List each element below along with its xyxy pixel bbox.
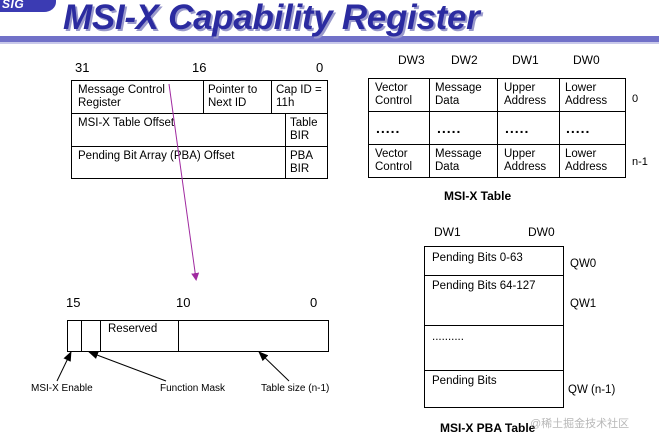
next-pointer-cell: Pointer to Next ID: [208, 84, 258, 109]
msix-rown-message-data: Message Data: [435, 148, 482, 173]
msix-col-dw1: DW1: [512, 53, 539, 67]
msix-col-line: [497, 78, 498, 178]
msix-row0-message-data: Message Data: [435, 82, 482, 107]
cap-bit-31: 31: [75, 60, 90, 75]
mc-col-line: [178, 320, 179, 352]
pba-row-qw1: Pending Bits 64-127: [432, 280, 536, 292]
msix-dots: .....: [376, 120, 401, 136]
mc-col-line: [81, 320, 82, 352]
cap-row-line: [71, 113, 328, 114]
pba-table-caption: MSI-X PBA Table: [440, 421, 536, 435]
mc-col-line: [100, 320, 101, 352]
title-bar: [0, 36, 659, 42]
pba-bir-cell: PBA BIR: [290, 150, 313, 175]
cap-id-cell: Cap ID = 11h: [276, 84, 322, 109]
msix-row0-upper-address: Upper Address: [504, 82, 547, 107]
msix-table-caption: MSI-X Table: [444, 189, 512, 203]
cap-col-line: [203, 80, 204, 113]
table-size-label: Table size (n-1): [261, 383, 330, 394]
msix-enable-arrow: [56, 351, 72, 382]
mc-bit-15: 15: [66, 295, 81, 310]
function-mask-arrow: [88, 351, 167, 382]
mc-register-frame: [67, 320, 329, 352]
slide-title: MSI-X Capability Register: [63, 0, 480, 37]
msix-dots: .....: [505, 120, 530, 136]
msix-col-dw3: DW3: [398, 53, 425, 67]
msix-col-dw2: DW2: [451, 53, 478, 67]
logo-badge: SIG: [0, 0, 56, 12]
msix-dots: .....: [566, 120, 591, 136]
table-bir-cell: Table BIR: [290, 117, 318, 142]
slide-header: SIG MSI-X Capability Register: [0, 0, 659, 46]
pba-row-line: [424, 325, 564, 326]
cap-bit-0: 0: [316, 60, 324, 75]
mc-bit-0: 0: [310, 295, 318, 310]
pba-col-dw1: DW1: [434, 225, 461, 239]
cap-col-line: [285, 113, 286, 179]
pba-row-line: [424, 275, 564, 276]
msix-dots: .....: [437, 120, 462, 136]
table-offset-cell: MSI-X Table Offset: [78, 117, 175, 129]
pba-table-frame: [424, 246, 564, 408]
message-control-cell: Message Control Register: [78, 84, 165, 109]
msix-rown-index: n-1: [632, 156, 648, 168]
cap-row-line: [71, 146, 328, 147]
function-mask-label: Function Mask: [160, 383, 226, 394]
msix-row0-vector-control: Vector Control: [375, 82, 413, 107]
reserved-field: Reserved: [108, 323, 158, 335]
msix-rown-lower-address: Lower Address: [565, 148, 608, 173]
title-bar-highlight: [0, 42, 659, 44]
cap-register-frame: [71, 80, 328, 179]
table-size-arrow: [258, 351, 290, 382]
mc-bit-10: 10: [176, 295, 191, 310]
watermark-text: @稀土掘金技术社区: [530, 418, 630, 430]
pba-row-dots: ..........: [432, 331, 464, 343]
pba-offset-cell: Pending Bit Array (PBA) Offset: [78, 150, 235, 162]
msix-row0-lower-address: Lower Address: [565, 82, 608, 107]
msix-enable-label: MSI-X Enable: [31, 383, 93, 394]
cap-bit-16: 16: [192, 60, 207, 75]
msix-col-line: [559, 78, 560, 178]
pba-row-qw0: Pending Bits 0-63: [432, 252, 523, 264]
msix-col-line: [429, 78, 430, 178]
msix-col-dw0: DW0: [573, 53, 600, 67]
pba-qw0-label: QW0: [570, 258, 597, 270]
msix-row0-index: 0: [632, 93, 639, 105]
pba-col-dw0: DW0: [528, 225, 555, 239]
pba-qw1-label: QW1: [570, 298, 597, 310]
cap-col-line: [271, 80, 272, 113]
pba-row-qwn: Pending Bits: [432, 375, 497, 387]
pba-row-line: [424, 370, 564, 371]
message-control-expand-arrow: [168, 83, 200, 281]
pba-qwn-label: QW (n-1): [568, 384, 616, 396]
msix-rown-vector-control: Vector Control: [375, 148, 413, 173]
logo-text: SIG: [2, 0, 25, 11]
msix-rown-upper-address: Upper Address: [504, 148, 547, 173]
